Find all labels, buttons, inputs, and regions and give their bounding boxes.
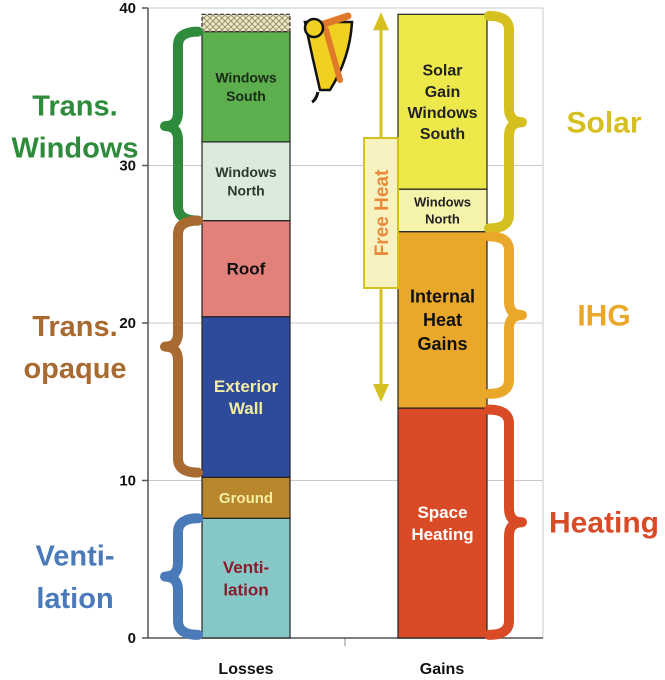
- bar-segment-label: Venti-lation: [223, 558, 269, 599]
- logo-stripe-2: [323, 27, 343, 83]
- bar-segment-gains-windows-north: [397, 188, 488, 233]
- y-tick-label: 0: [128, 630, 136, 647]
- bar-segment-losses-windows-south: [201, 31, 291, 143]
- free-heat-label: Free Heat: [372, 169, 393, 256]
- free-heat-arrow-head-down: [373, 384, 389, 403]
- logo-sun-circle: [303, 17, 325, 39]
- x-axis: Losses Gains: [218, 661, 464, 678]
- y-tick-label: 40: [119, 0, 136, 17]
- brace-ihg: [484, 231, 527, 399]
- group-label-venti-lation: Venti-lation: [36, 541, 115, 615]
- brace-trans-opaque: [160, 215, 203, 478]
- brace-heating: [484, 404, 527, 640]
- sun-logo-icon: [303, 12, 354, 104]
- free-heat-arrow-head-up: [373, 12, 389, 31]
- brace-solar: [484, 10, 527, 234]
- y-tick-label: 30: [119, 158, 136, 175]
- group-label-trans-windows: Trans.Windows: [11, 90, 138, 164]
- bar-segment-losses-exterior-wall: [201, 316, 291, 478]
- bar-segment-losses-ground: [201, 476, 291, 519]
- logo-stem: [311, 91, 320, 104]
- brace-venti-lation: [160, 513, 203, 640]
- y-tick-label: 10: [119, 473, 136, 490]
- bar-segment-losses-venti-lation: [201, 517, 291, 639]
- bar-segment-losses-windows-north: [201, 141, 291, 222]
- group-label-ihg: IHG: [577, 300, 630, 333]
- bar-segment-losses-hatched: [201, 13, 291, 33]
- brace-trans-windows: [160, 26, 203, 226]
- bar-segment-gains-solar-gain-windows-south: [397, 13, 488, 190]
- bar-segment-label: Ground: [219, 490, 273, 507]
- bar-segment-gains-space-heating: [397, 407, 488, 639]
- logo-body: [303, 20, 354, 92]
- group-label-trans-opaque: Trans.opaque: [23, 311, 126, 385]
- free-heat-annotation: Free Heat: [363, 12, 399, 403]
- x-category-label-gains: Gains: [420, 661, 465, 678]
- free-heat-label-box: [363, 137, 399, 289]
- bar-segment-label: Roof: [227, 260, 266, 279]
- x-category-label-losses: Losses: [218, 661, 273, 678]
- bar-segment-gains-internal-heat-gains: [397, 231, 488, 409]
- y-tick-label: 20: [119, 315, 136, 332]
- bar-segment-losses-roof: [201, 220, 291, 318]
- group-label-heating: Heating: [549, 507, 659, 540]
- group-label-solar: Solar: [566, 107, 641, 140]
